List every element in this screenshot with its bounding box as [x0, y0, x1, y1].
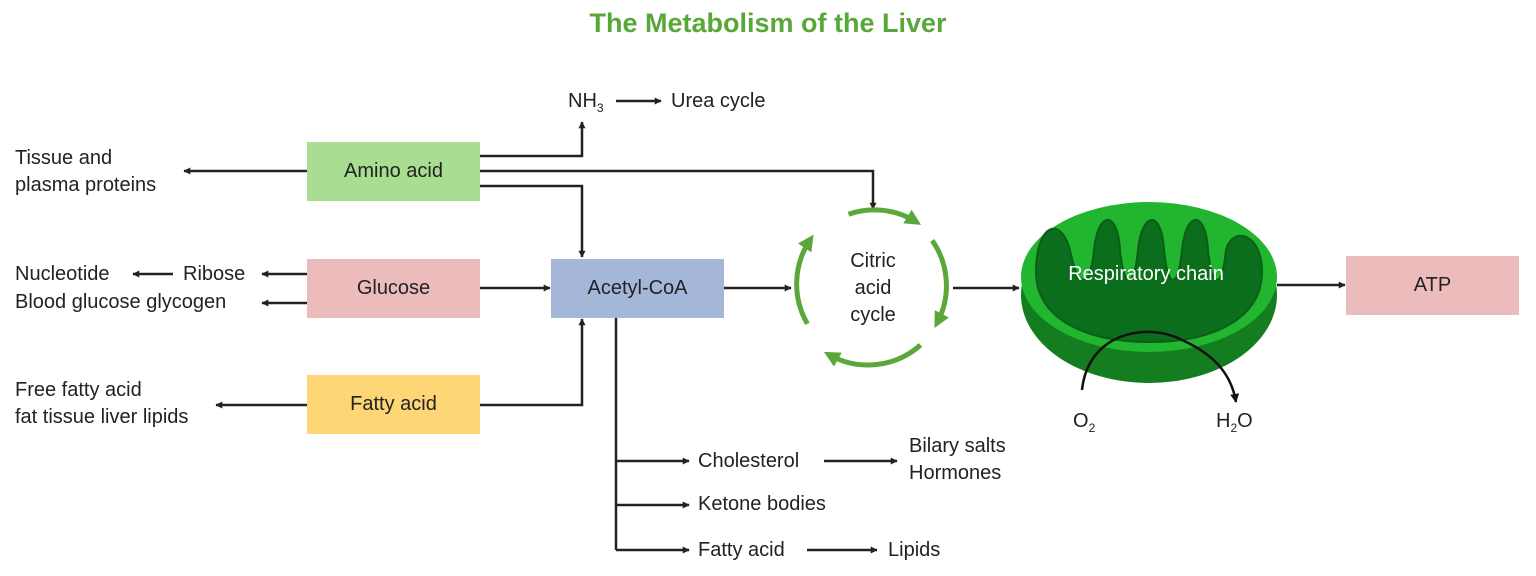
citric-label-line2: acid: [854, 277, 892, 299]
respiratory-chain-label: Respiratory chain: [1068, 263, 1224, 285]
tissue-label-line1: Tissue and: [15, 147, 113, 169]
h2o-h: H: [1216, 410, 1231, 432]
ketone-bodies-label: Ketone bodies: [698, 493, 826, 515]
o2-subscript: 2: [1088, 421, 1096, 435]
free-fatty-label-line2: fat tissue liver lipids: [15, 406, 189, 428]
fatty-acid-out-label: Fatty acid: [698, 539, 785, 561]
nh3-base: NH: [568, 90, 597, 112]
nh3-subscript: 3: [596, 101, 604, 115]
h2o-o: O: [1237, 410, 1253, 432]
o2-label: O2: [1073, 408, 1095, 442]
citric-label-line1: Citric: [850, 250, 896, 272]
ribose-label: Ribose: [183, 263, 246, 285]
free-fatty-label-line1: Free fatty acid: [15, 379, 142, 401]
blood-glucose-label: Blood glucose glycogen: [15, 291, 227, 313]
acetyl-coa-box: Acetyl-CoA: [551, 259, 724, 318]
cholesterol-label: Cholesterol: [698, 450, 800, 472]
atp-box: ATP: [1346, 256, 1519, 315]
diagram-title: The Metabolism of the Liver: [589, 8, 947, 38]
arrow-amino-to-citric: [480, 169, 877, 210]
nh3-label: NH3: [568, 88, 604, 122]
hormones-label: Hormones: [909, 462, 1002, 484]
h2o-subscript: 2: [1230, 421, 1238, 435]
h2o-label: H2O: [1216, 408, 1253, 442]
fatty-acid-box: Fatty acid: [307, 375, 480, 434]
o2-base: O: [1073, 410, 1089, 432]
lipids-label: Lipids: [888, 539, 941, 561]
nucleotide-label: Nucleotide: [15, 263, 110, 285]
bilary-salts-label: Bilary salts: [909, 435, 1006, 457]
citric-label-line3: cycle: [850, 304, 896, 326]
arrow-amino-to-acetyl: [480, 184, 586, 258]
amino-acid-box: Amino acid: [307, 142, 480, 201]
urea-cycle-label: Urea cycle: [671, 90, 766, 112]
tissue-label-line2: plasma proteins: [15, 174, 157, 196]
mitochondrion-icon: [1021, 202, 1277, 403]
citric-cycle-arrows: [794, 207, 949, 368]
arrow-amino-to-nh3: [480, 121, 586, 158]
arrow-fatty-to-acetyl: [480, 318, 586, 407]
glucose-box: Glucose: [307, 259, 480, 318]
